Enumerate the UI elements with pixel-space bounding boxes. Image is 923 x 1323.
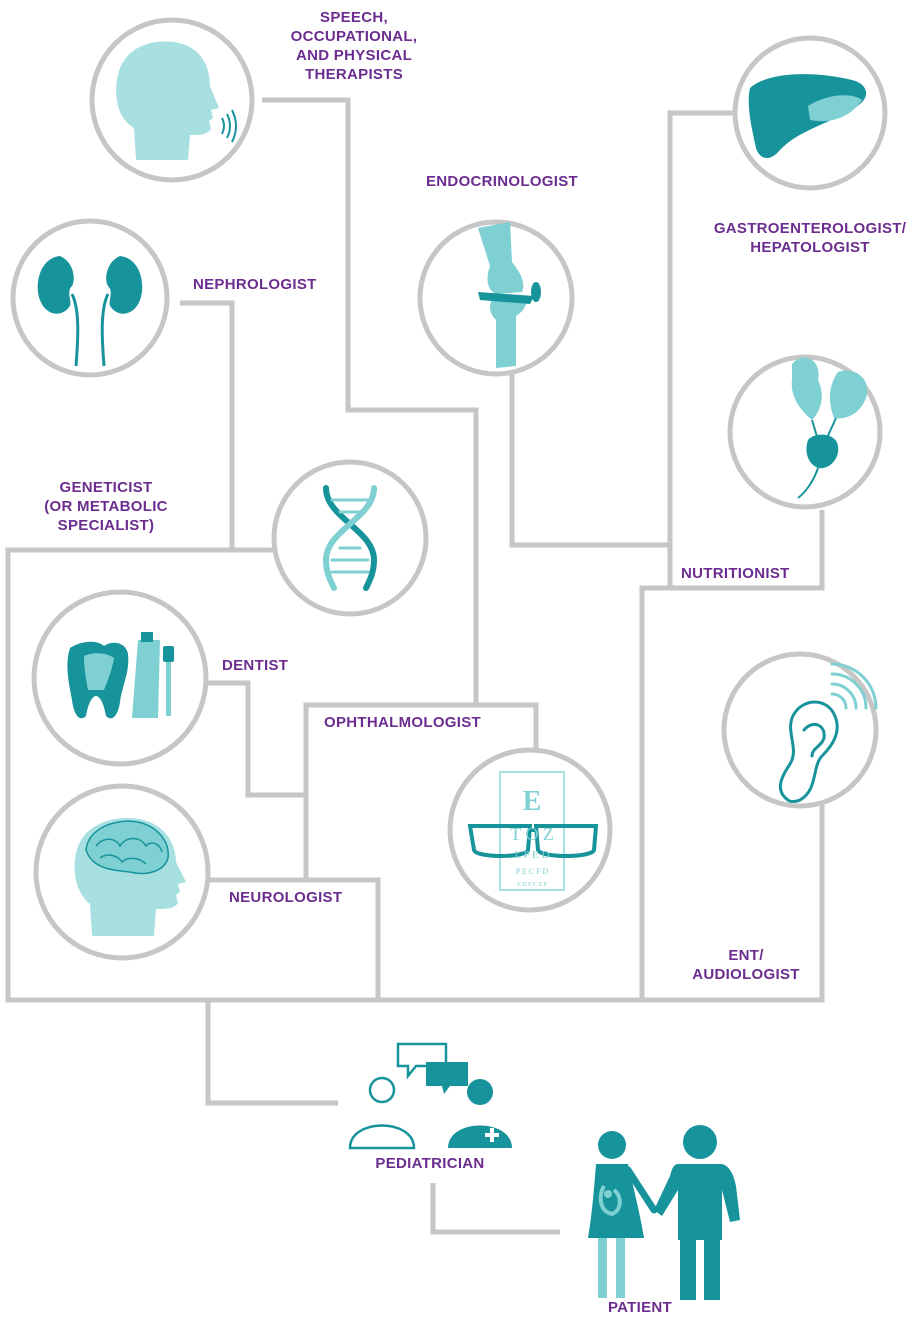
eye-chart-glasses-icon xyxy=(467,771,599,891)
eye-chart-row-5: E D F C Z P xyxy=(517,882,548,888)
kidneys-icon xyxy=(37,256,143,367)
connector-speech xyxy=(262,97,479,705)
parent-and-child-icon xyxy=(588,1125,740,1300)
eye-chart-row-2: T O Z xyxy=(510,824,554,844)
brain-head-icon xyxy=(74,818,186,936)
connector-endocrinologist xyxy=(509,368,670,548)
knee-joint-icon xyxy=(478,222,541,368)
ent-label: ENT/ AUDIOLOGIST xyxy=(692,947,800,983)
eye-chart-row-4: P E C F D xyxy=(516,867,549,876)
beet-icon xyxy=(791,357,868,499)
tooth-and-toothpaste-icon xyxy=(67,632,174,719)
connector-lines xyxy=(5,97,825,1235)
connector-patient xyxy=(430,1183,560,1235)
endocrinologist-label: ENDOCRINOLOGIST xyxy=(426,173,579,190)
pediatrician-label: PEDIATRICIAN xyxy=(375,1155,485,1172)
dna-icon xyxy=(322,485,378,591)
geneticist-circle xyxy=(271,459,429,617)
speech-label: SPEECH, OCCUPATIONAL, AND PHYSICAL THERA… xyxy=(290,9,418,83)
nutritionist-label: NUTRITIONIST xyxy=(681,565,790,582)
connector-pediatrician xyxy=(205,1000,338,1106)
liver-icon xyxy=(748,74,867,159)
gastro-label: GASTROENTEROLOGIST/ HEPATOLOGIST xyxy=(713,220,907,256)
patient-label: PATIENT xyxy=(607,1299,673,1316)
neurologist-label: NEUROLOGIST xyxy=(229,889,343,906)
connector-nutritionist xyxy=(639,510,825,1000)
speaking-head-icon xyxy=(116,41,237,160)
connector-geneticist-frame xyxy=(5,547,825,1003)
ear-icon xyxy=(778,700,839,803)
doctor-consultation-icon xyxy=(348,1042,512,1150)
nephrologist-circle xyxy=(10,218,170,378)
eye-chart-row-1: E xyxy=(523,786,542,817)
ophthalmologist-label: OPHTHALMOLOGIST xyxy=(324,714,481,731)
connector-dentist xyxy=(205,680,306,798)
connector-gastro xyxy=(667,110,760,588)
ent-circle xyxy=(721,651,879,809)
dentist-label: DENTIST xyxy=(222,657,289,674)
eye-chart-row-3: L P E D xyxy=(515,849,550,861)
sound-waves-icon xyxy=(830,662,878,710)
nephrologist-label: NEPHROLOGIST xyxy=(193,276,317,293)
geneticist-label: GENETICIST (OR METABOLIC SPECIALIST) xyxy=(44,479,168,534)
connector-nephrologist xyxy=(180,300,235,550)
connector-neurologist xyxy=(210,877,381,1000)
